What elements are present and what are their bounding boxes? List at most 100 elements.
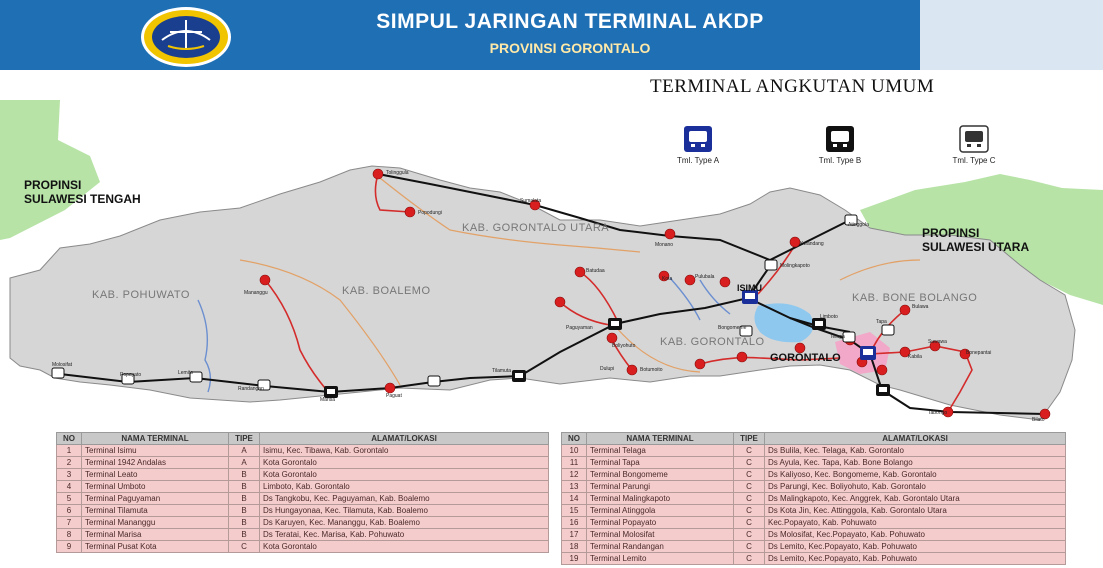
road-main [59, 296, 1046, 415]
cell-no: 7 [56, 516, 82, 529]
place-label: Telaga [830, 334, 845, 340]
province-label-west: PROPINSI SULAWESI TENGAH [24, 178, 141, 206]
cell-type: C [733, 552, 765, 565]
location-dot [684, 274, 696, 286]
cell-terminal-name: Terminal Randangan [586, 540, 734, 553]
regency-label-boalemo: KAB. BOALEMO [342, 285, 431, 297]
place-label: Molosifat [52, 362, 73, 368]
legend-type-c-label: Tml. Type C [952, 156, 996, 165]
location-dot [664, 228, 676, 240]
place-label: Molingkapoto [780, 263, 810, 269]
cell-no: 5 [56, 492, 82, 505]
page-title: SIMPUL JARINGAN TERMINAL AKDP [376, 10, 764, 33]
cell-type: C [733, 504, 765, 517]
cell-no: 2 [56, 456, 82, 469]
location-dot [384, 382, 396, 394]
location-dot [719, 276, 731, 288]
place-label: Kwandang [800, 241, 824, 247]
cell-type: C [733, 528, 765, 541]
place-label: Batudaa [586, 268, 605, 274]
place-label: Limboto [820, 314, 838, 320]
province-label-west-line2: SULAWESI TENGAH [24, 192, 141, 206]
column-header-type: TIPE [228, 432, 260, 445]
cell-address: Limboto, Kab. Gorontalo [259, 480, 549, 493]
place-label: Pulubala [695, 274, 715, 280]
terminal-type-a-icon [742, 290, 758, 304]
legend-type-c-icon [959, 125, 989, 153]
location-dot [574, 266, 586, 278]
cell-type: C [733, 516, 765, 529]
cell-type: C [733, 540, 765, 553]
river [669, 277, 701, 321]
location-dot [658, 270, 670, 282]
cell-type: B [228, 516, 260, 529]
cell-terminal-name: Terminal Molosifat [586, 528, 734, 541]
table-header-row: NO NAMA TERMINAL TIPE ALAMAT/LOKASI [56, 432, 549, 445]
cell-terminal-name: Terminal Pusat Kota [81, 540, 229, 553]
column-header-address: ALAMAT/LOKASI [259, 432, 549, 445]
location-dot [606, 332, 618, 344]
cell-no: 12 [561, 468, 587, 481]
column-header-no: NO [56, 432, 82, 445]
place-label: Tabongo [928, 410, 948, 416]
regency-label-gorontalo-utara: KAB. GORONTALO UTARA [462, 222, 610, 234]
cell-type: B [228, 528, 260, 541]
location-dot [929, 340, 941, 352]
location-dot [529, 199, 541, 211]
sulawesi-tengah-region [0, 100, 100, 240]
terminal-type-a-icon [860, 346, 876, 360]
gorontalo-province-region [9, 165, 1076, 421]
place-label: Dulupi [600, 366, 615, 372]
sulawesi-utara-region [860, 174, 1103, 305]
place-label: Kabila [908, 354, 922, 360]
district-boundary [839, 259, 921, 281]
cell-terminal-name: Terminal Umboto [81, 480, 229, 493]
cell-terminal-name: Terminal Isimu [81, 444, 229, 457]
river [197, 299, 212, 393]
column-header-name: NAMA TERMINAL [586, 432, 734, 445]
place-label: Popodungi [418, 210, 442, 216]
place-label: Sumalata [520, 198, 542, 204]
column-header-type: TIPE [733, 432, 765, 445]
place-label: Mananggu [244, 290, 268, 296]
regency-label-bone-bolango: KAB. BONE BOLANGO [852, 292, 978, 304]
cell-terminal-name: Terminal Parungi [586, 480, 734, 493]
cell-type: B [228, 504, 260, 517]
province-label-west-line1: PROPINSI [24, 178, 82, 192]
place-label: Botumoito [640, 367, 663, 373]
cell-address: Ds Hungayonaa, Kec. Tilamuta, Kab. Boale… [259, 504, 549, 517]
place-label: Tapa [876, 319, 887, 325]
place-label: Monano [655, 242, 674, 248]
place-label: Atinggola [848, 222, 869, 228]
cell-address: Ds Lemito, Kec.Popayato, Kab. Pohuwato [764, 540, 1066, 553]
cell-address: Kec.Popayato, Kab. Pohuwato [764, 516, 1066, 529]
ministry-logo-icon [141, 7, 231, 67]
cell-no: 15 [561, 504, 587, 517]
cell-no: 8 [56, 528, 82, 541]
place-label: Bilato [1032, 417, 1045, 423]
location-dot [959, 348, 971, 360]
cell-address: Kota Gorontalo [259, 540, 549, 553]
lake-limboto [754, 303, 814, 343]
cell-address: Ds Bulila, Kec. Telaga, Kab. Gorontalo [764, 444, 1066, 457]
legend-type-b-icon [826, 126, 854, 152]
cell-terminal-name: Terminal Tilamuta [81, 504, 229, 517]
location-dot [694, 358, 706, 370]
location-dot [942, 406, 954, 418]
cell-terminal-name: Terminal Paguyaman [81, 492, 229, 505]
regency-label-gorontalo: KAB. GORONTALO [660, 336, 765, 348]
cell-address: Isimu, Kec. Tibawa, Kab. Gorontalo [259, 444, 549, 457]
cell-address: Kota Gorontalo [259, 468, 549, 481]
location-dot [554, 296, 566, 308]
place-label: Suwawa [928, 339, 947, 345]
location-dot [404, 206, 416, 218]
